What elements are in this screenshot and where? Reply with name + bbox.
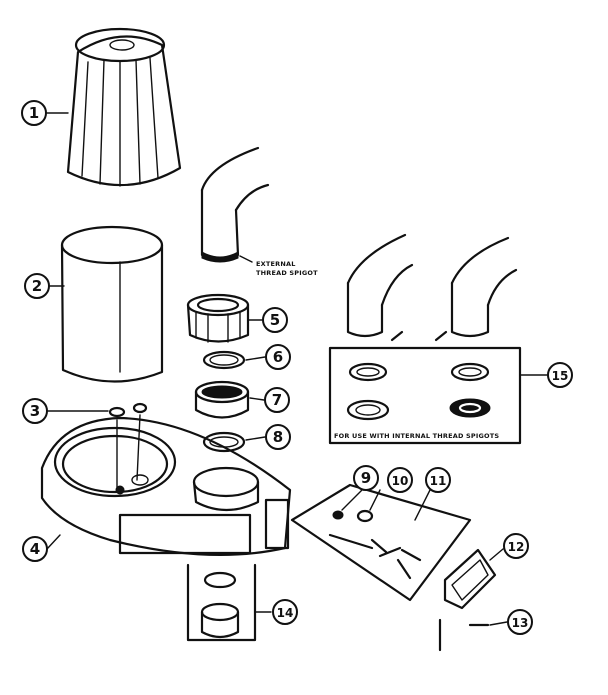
part-15-internal-thread-group (328, 233, 522, 445)
external-thread-spigot (200, 146, 270, 263)
leader-lines (46, 112, 549, 626)
parts-9-10-11-valve-assembly (290, 483, 472, 602)
part-8-washer (202, 431, 246, 453)
callout-2-number: 2 (32, 277, 42, 295)
callout-4-number: 4 (30, 540, 40, 558)
callout-12-number: 12 (508, 540, 525, 554)
callout-11-number: 11 (430, 474, 447, 488)
part-5-nut (186, 293, 250, 343)
callout-10-number: 10 (392, 474, 409, 488)
callout-12: 12 (503, 533, 529, 559)
callout-6-number: 6 (273, 348, 283, 366)
callout-9: 9 (353, 465, 379, 491)
part-3-grommets (108, 402, 148, 491)
part-4-base-housing (40, 416, 292, 556)
callout-9-number: 9 (361, 469, 371, 487)
callout-3: 3 (22, 398, 48, 424)
callout-6: 6 (265, 344, 291, 370)
callout-8-number: 8 (273, 428, 283, 446)
callout-13-number: 13 (512, 616, 529, 630)
callout-8: 8 (265, 424, 291, 450)
callout-4: 4 (22, 536, 48, 562)
callout-1-number: 1 (29, 104, 39, 122)
callout-7: 7 (264, 387, 290, 413)
part-13-screws (438, 618, 490, 652)
callout-10: 10 (387, 467, 413, 493)
callout-2: 2 (24, 273, 50, 299)
callout-7-number: 7 (272, 391, 282, 409)
internal-thread-label: FOR USE WITH INTERNAL THREAD SPIGOTS (334, 432, 499, 440)
part-2-cylinder (60, 225, 164, 383)
part-1-cover (66, 27, 182, 187)
part-7-bushing (194, 380, 250, 419)
external-thread-label-line2: THREAD SPIGOT (256, 269, 318, 277)
callout-13: 13 (507, 609, 533, 635)
callout-14-number: 14 (277, 606, 294, 620)
callout-5: 5 (262, 307, 288, 333)
part-14-adapters (186, 563, 257, 642)
callout-14: 14 (272, 599, 298, 625)
callout-1: 1 (21, 100, 47, 126)
callout-15-number: 15 (552, 369, 569, 383)
part-6-ring (202, 350, 246, 370)
part-12-cap (443, 548, 497, 610)
callout-5-number: 5 (270, 311, 280, 329)
callout-3-number: 3 (30, 402, 40, 420)
callout-15: 15 (547, 362, 573, 388)
external-thread-label-line1: EXTERNAL (256, 260, 296, 268)
callout-11: 11 (425, 467, 451, 493)
